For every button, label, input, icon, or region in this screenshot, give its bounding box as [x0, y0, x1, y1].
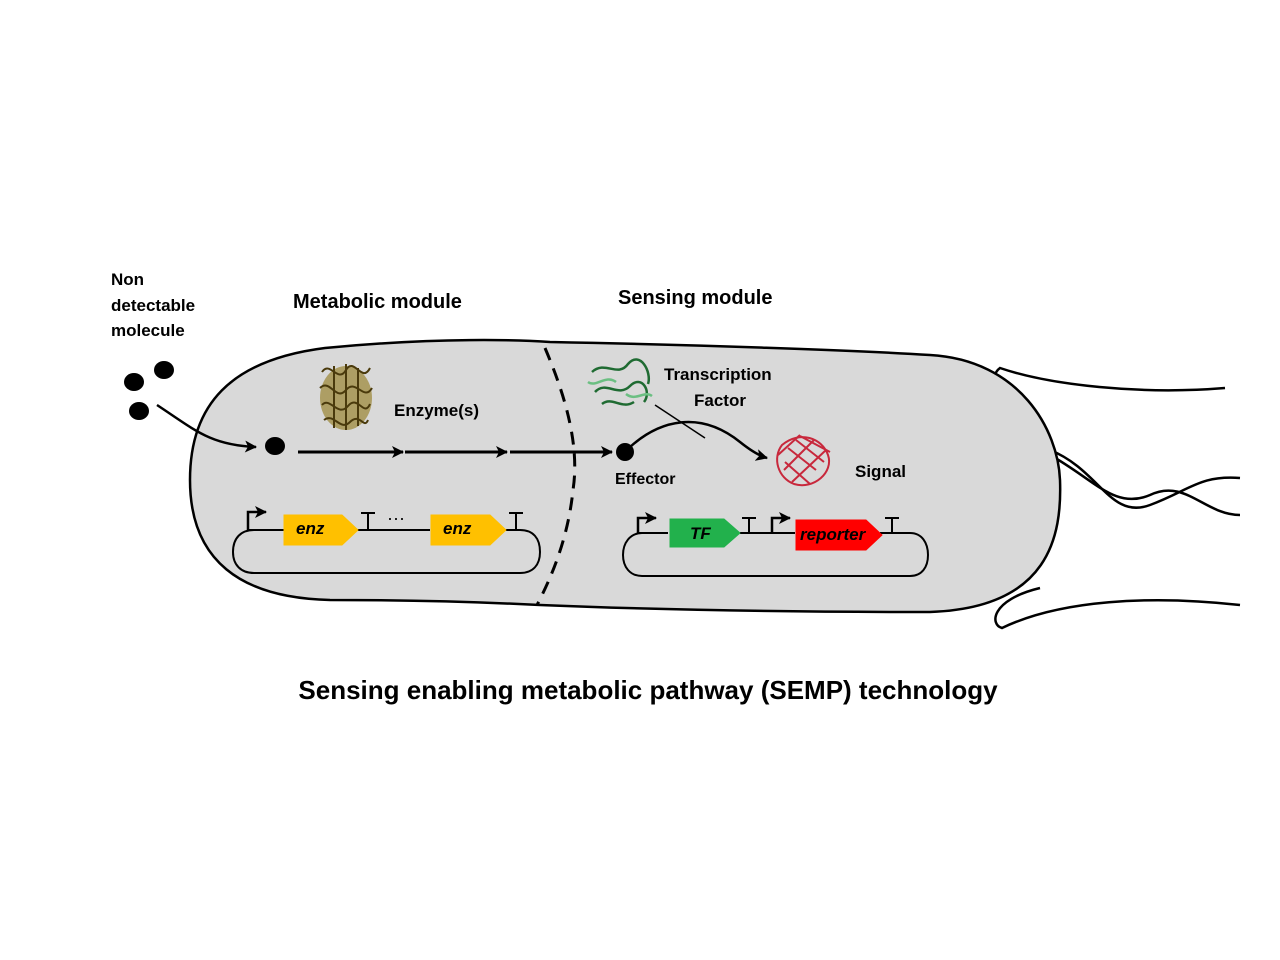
svg-text:enz: enz: [296, 519, 325, 538]
gene-ellipsis: ···: [387, 508, 405, 528]
svg-text:reporter: reporter: [800, 525, 867, 544]
module-divider: [535, 347, 577, 606]
promoter-icon: [246, 506, 267, 530]
enz-gene-1: enz: [283, 514, 359, 546]
enzyme-structure-icon: [319, 364, 373, 430]
tf-gene: TF: [669, 518, 741, 548]
reporter-protein-structure-icon: [776, 434, 831, 487]
terminator-icon: [885, 517, 899, 533]
sensing-plasmid: TF reporter: [621, 512, 930, 577]
effector-to-signal-arrow: [629, 420, 768, 461]
metabolic-module-title: Metabolic module: [293, 291, 462, 313]
figure-caption: Sensing enabling metabolic pathway (SEMP…: [298, 675, 998, 705]
sensing-module-title: Sensing module: [618, 287, 772, 309]
terminator-icon: [742, 517, 756, 533]
tf-binding-line: [654, 404, 706, 439]
promoter-icon: [636, 512, 657, 533]
non-detectable-molecules: [124, 361, 174, 420]
terminator-icon: [509, 512, 523, 530]
intracellular-molecule: [265, 437, 285, 455]
effector-molecule: [616, 443, 634, 461]
non-detectable-molecule-label: Non detectable molecule: [111, 270, 200, 340]
transcription-factor-structure-icon: [587, 358, 653, 406]
molecule-entry-arrow: [156, 403, 257, 453]
metabolic-plasmid: enz ··· enz: [231, 506, 542, 574]
svg-text:enz: enz: [443, 519, 472, 538]
flagella: [992, 366, 1241, 630]
transcription-factor-label: Transcription Factor: [664, 365, 776, 410]
reporter-gene: reporter: [795, 519, 883, 551]
signal-label: Signal: [855, 462, 906, 481]
svg-text:TF: TF: [690, 524, 711, 543]
enzyme-label: Enzyme(s): [394, 401, 479, 420]
promoter-icon: [770, 512, 791, 533]
enz-gene-2: enz: [430, 514, 507, 546]
effector-label: Effector: [615, 471, 675, 488]
terminator-icon: [361, 512, 375, 530]
